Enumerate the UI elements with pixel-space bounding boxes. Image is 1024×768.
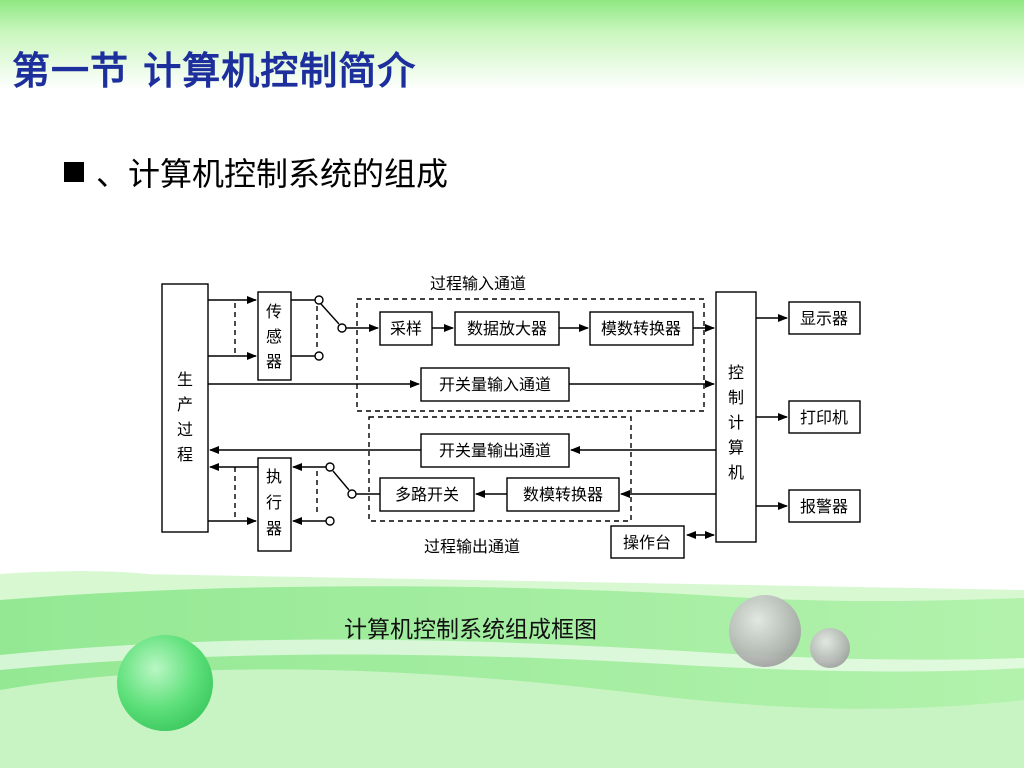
wave-front (0, 669, 1024, 768)
bullet-text: 、计算机控制系统的组成 (96, 155, 449, 193)
display-block (788, 301, 861, 335)
controller-char: 控 (728, 363, 744, 382)
alarm-block (788, 489, 861, 523)
switch-input-label: 开关量输入通道 (439, 375, 551, 394)
sensor-char: 器 (266, 352, 282, 371)
production-process-block (161, 283, 209, 533)
output-channel-label: 过程输出通道 (424, 537, 520, 556)
bottom-decoration (0, 571, 1024, 768)
actuator-char: 执 (266, 467, 282, 486)
sensor-char: 感 (266, 327, 282, 346)
actuator-char: 行 (266, 493, 282, 512)
printer-label: 打印机 (800, 408, 848, 427)
sensor-block (257, 291, 292, 381)
process-char: 生 (177, 370, 193, 389)
alarm-label: 报警器 (800, 497, 848, 516)
switch-output-label: 开关量输出通道 (439, 441, 551, 460)
header-gradient-band (0, 0, 1024, 90)
slide-title: 第一节 计算机控制简介 (12, 49, 417, 93)
bubble-small-gray (810, 628, 850, 668)
figure-caption: 计算机控制系统组成框图 (344, 617, 597, 643)
bubble-large-green (117, 635, 213, 731)
process-char: 程 (177, 445, 193, 464)
process-char: 过 (177, 420, 193, 439)
display-label: 显示器 (800, 309, 848, 328)
console-block (610, 525, 685, 559)
actuator-char: 器 (266, 519, 282, 538)
input-channel-region (356, 298, 705, 412)
data-amplifier-label: 数据放大器 (467, 319, 547, 338)
multiplexer-label: 多路开关 (395, 485, 459, 504)
process-char: 产 (177, 395, 193, 414)
actuator-block (257, 457, 292, 552)
console-label: 操作台 (623, 533, 671, 552)
square-bullet-icon (64, 162, 84, 182)
dac-label: 数模转换器 (523, 485, 603, 504)
controller-char: 制 (728, 388, 744, 407)
bubble-gray (729, 595, 801, 667)
input-channel-label: 过程输入通道 (430, 274, 526, 293)
controller-char: 计 (728, 413, 744, 432)
controller-char: 算 (728, 438, 744, 457)
bullet-item: 、计算机控制系统的组成 (64, 152, 449, 193)
sensor-char: 传 (266, 302, 282, 321)
adc-label: 模数转换器 (601, 319, 681, 338)
output-channel-region (368, 416, 632, 522)
sampling-label: 采样 (390, 319, 422, 338)
printer-block (788, 400, 861, 434)
controller-char: 机 (728, 463, 744, 482)
